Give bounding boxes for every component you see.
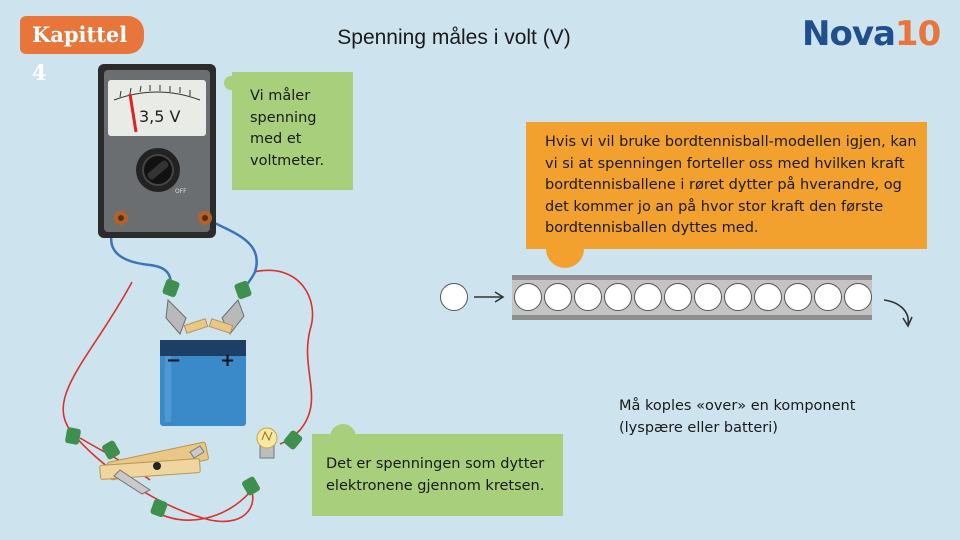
battery-clips: [165, 298, 245, 335]
battery: − +: [160, 340, 246, 426]
voltmeter-note: Vi måler spenning med et voltmeter.: [232, 72, 353, 190]
red-wire-bottom: [155, 491, 251, 521]
push-note: Det er spenningen som dytter elektronene…: [312, 434, 563, 516]
green-plugs: [65, 278, 303, 518]
battery-plus: +: [220, 350, 235, 371]
light-bulb: [256, 427, 278, 459]
ping-pong-tube: [512, 275, 872, 320]
incoming-ball: [440, 283, 468, 311]
chapter-tag: Kapittel 4: [20, 16, 144, 85]
red-wire-left: [62, 281, 254, 523]
off-label: OFF: [175, 188, 187, 195]
ping-pong-note: Hvis vi vil bruke bordtennisball-modelle…: [526, 122, 927, 249]
battery-minus: −: [166, 350, 181, 371]
connection-text: Må koples «over» en komponent (lyspære e…: [619, 398, 856, 436]
red-wire-right: [253, 269, 314, 445]
push-arrow: [474, 291, 505, 303]
nova-logo: Nova10: [802, 14, 941, 54]
voltmeter: 3,5 V OFF: [98, 64, 216, 238]
meter-reading: 3,5 V: [139, 107, 181, 126]
slide-title: Spenning måles i volt (V): [337, 26, 571, 49]
meter-needle: [128, 93, 138, 133]
clothes-peg-switch: [99, 441, 209, 495]
exit-arrow: [883, 299, 913, 328]
